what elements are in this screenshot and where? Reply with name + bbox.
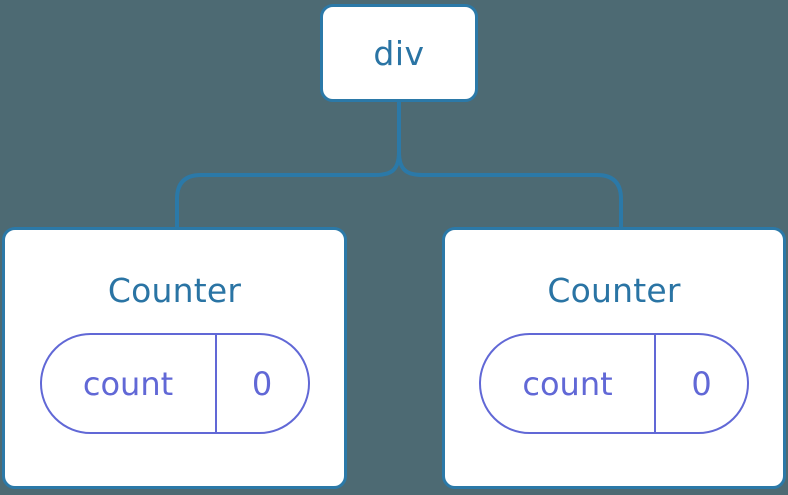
node-counter-left[interactable]: Counter count 0 [2,227,347,489]
state-key-label: count [82,364,174,403]
state-pill-left-value-cell: 0 [217,335,308,432]
state-pill-right-key-cell: count [481,335,656,432]
state-pill-left[interactable]: count 0 [39,333,310,434]
edge-root-to-counter-left [175,151,401,228]
state-value-label: 0 [251,364,273,403]
node-counter-right[interactable]: Counter count 0 [442,227,786,489]
state-pill-right-value-cell: 0 [656,335,747,432]
state-key-label: count [522,364,613,403]
node-counter-left-title: Counter [107,271,242,310]
state-pill-left-key-cell: count [42,335,217,432]
state-pill-right[interactable]: count 0 [479,333,749,434]
state-value-label: 0 [691,364,712,403]
node-div-label: div [373,33,425,73]
node-div[interactable]: div [320,4,478,102]
edge-root-to-counter-right [397,151,623,228]
node-counter-right-title: Counter [547,271,681,310]
